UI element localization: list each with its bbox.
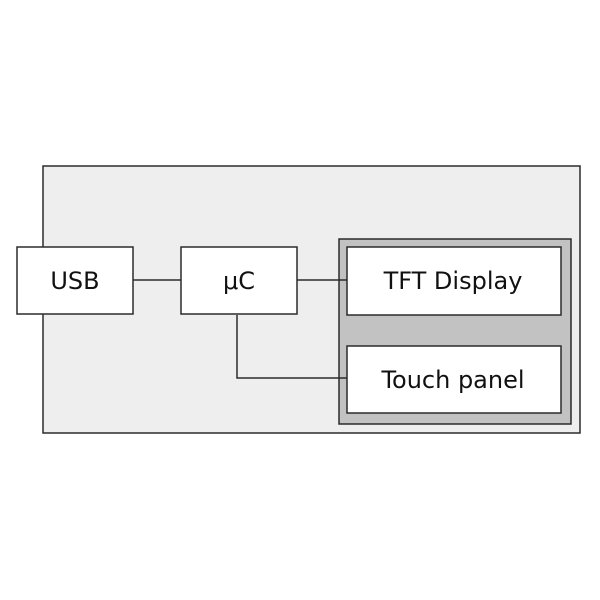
- tft-display-block-box: [346, 246, 562, 316]
- usb-label: USB: [50, 267, 99, 295]
- mcu-label: μC: [223, 267, 255, 295]
- mcu-block: μC: [180, 246, 298, 315]
- touch-panel-label: Touch panel: [380, 366, 524, 394]
- usb-block-box: [16, 246, 134, 315]
- usb-block: USB: [16, 246, 134, 315]
- tft-display-label: TFT Display: [383, 267, 523, 295]
- tft-display-block: TFT Display: [346, 246, 562, 316]
- mcu-block-box: [180, 246, 298, 315]
- touch-panel-block-box: [346, 345, 562, 414]
- touch-panel-block: Touch panel: [346, 345, 562, 414]
- connector-mcu-touch: [236, 315, 347, 379]
